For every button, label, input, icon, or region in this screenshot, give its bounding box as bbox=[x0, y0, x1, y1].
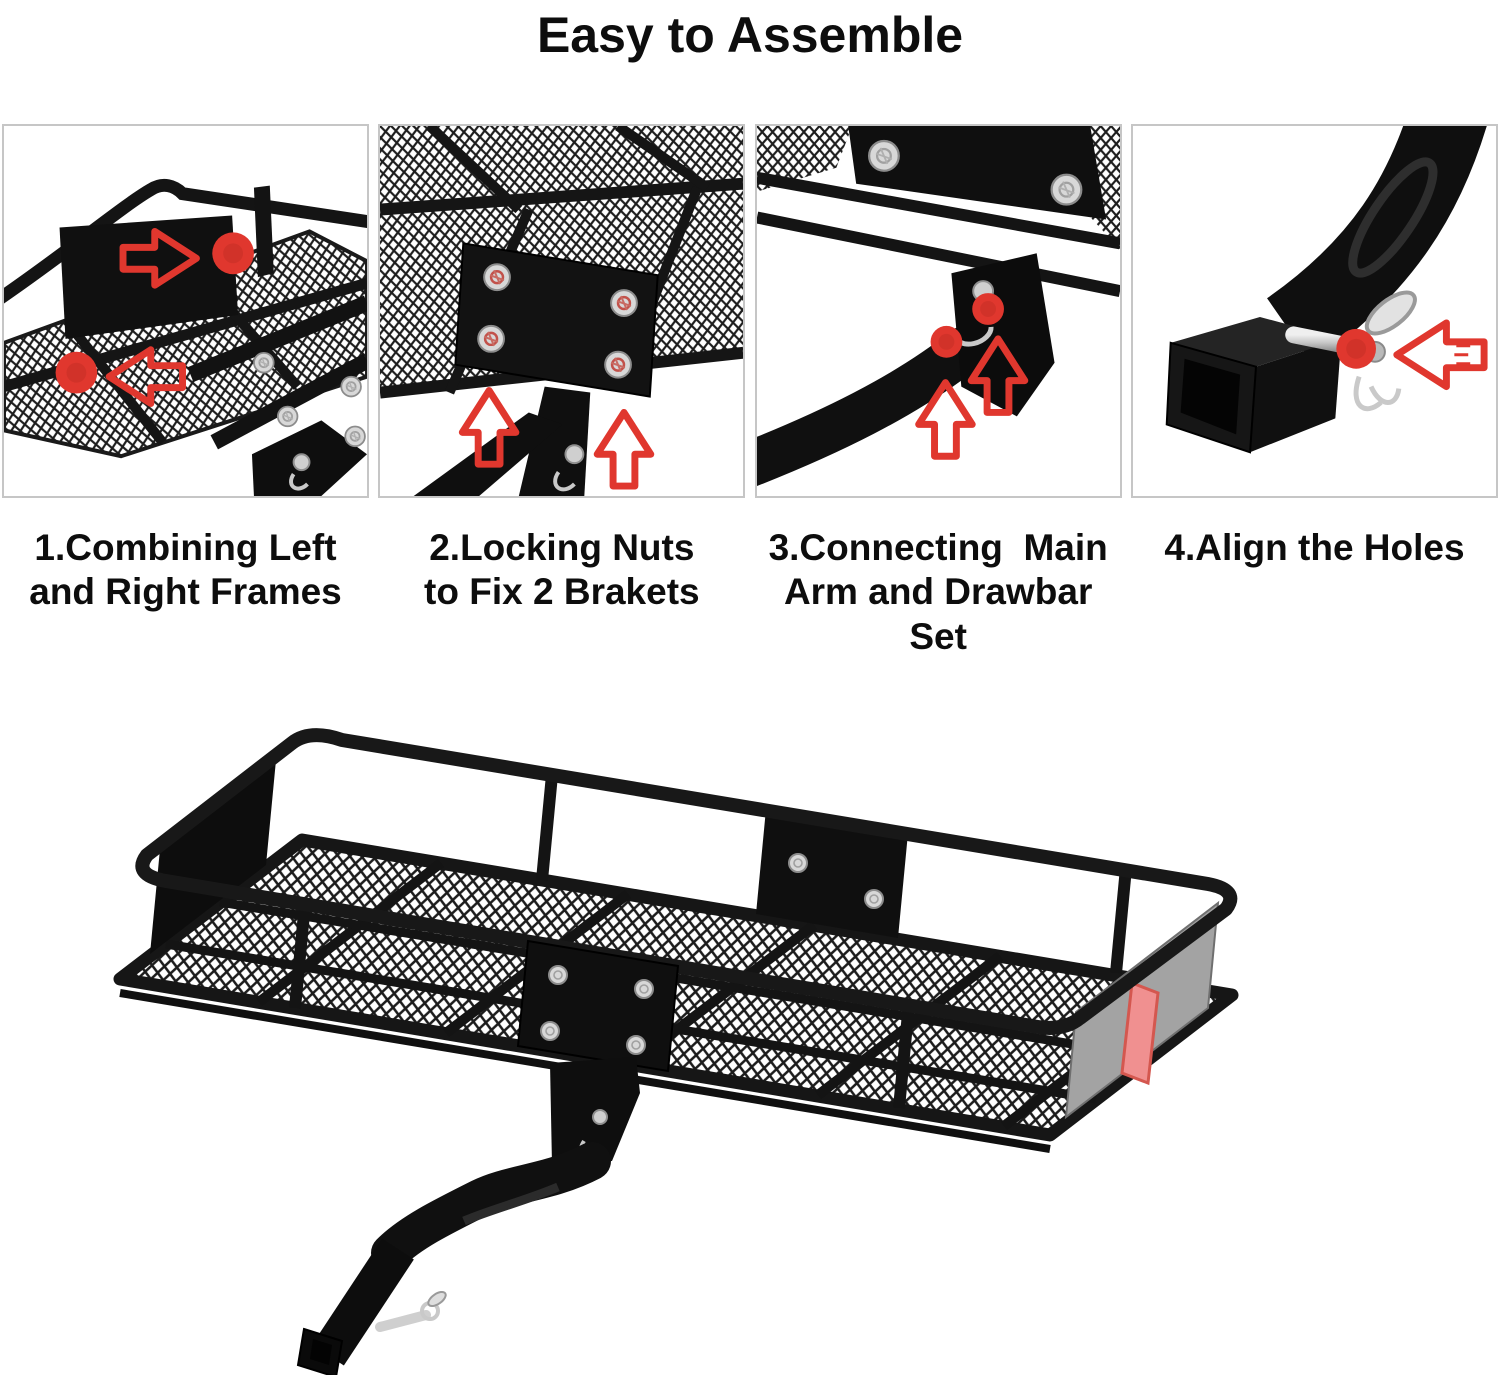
left-wall-panel bbox=[150, 760, 276, 955]
step-4-illustration bbox=[1132, 126, 1496, 496]
pin-clip-wire bbox=[553, 470, 577, 492]
frame-rails bbox=[756, 171, 1120, 297]
frame-bolts bbox=[253, 351, 366, 491]
step-3-caption: 3.Connecting Main Arm and Drawbar Set bbox=[755, 526, 1122, 659]
tube-opening bbox=[1180, 358, 1241, 435]
main-arm bbox=[296, 1057, 640, 1375]
front-center-plate bbox=[516, 940, 680, 1073]
arm-groove bbox=[462, 1183, 560, 1226]
caption-line: 3.Connecting Main bbox=[768, 527, 1108, 568]
step-1-photo bbox=[2, 124, 369, 498]
red-dot bbox=[212, 232, 254, 275]
caption-line: Arm and Drawbar Set bbox=[783, 571, 1103, 657]
red-dot bbox=[1336, 328, 1376, 369]
assembly-step-photos bbox=[0, 124, 1500, 498]
step-2-caption: 2.Locking Nuts to Fix 2 Brakets bbox=[378, 526, 745, 659]
drawbar-arm bbox=[1266, 126, 1487, 364]
caption-line: 2.Locking Nuts bbox=[429, 527, 695, 568]
bracket-plate bbox=[847, 126, 1106, 220]
red-dot bbox=[971, 293, 1004, 325]
pin-clip-wire bbox=[289, 473, 309, 491]
step-4-photo bbox=[1130, 124, 1498, 498]
hitch-shank bbox=[312, 1238, 414, 1366]
basket-rim bbox=[135, 728, 1238, 1036]
caption-line: 4.Align the Holes bbox=[1164, 527, 1465, 568]
wall-post bbox=[893, 1002, 915, 1109]
hitch-pin-with-clip bbox=[375, 1291, 447, 1333]
page-title: Easy to Assemble bbox=[536, 7, 964, 63]
caption-line: to Fix 2 Brakets bbox=[424, 571, 700, 613]
main-arm bbox=[414, 386, 591, 496]
assembled-product-photo bbox=[0, 713, 1500, 1375]
red-reflector bbox=[1120, 981, 1160, 1086]
wall-post bbox=[1110, 867, 1132, 974]
step-3-illustration bbox=[756, 126, 1120, 496]
wall-post bbox=[536, 774, 558, 881]
step-captions: 1.Combining Left and Right Frames 2.Lock… bbox=[0, 526, 1500, 659]
product-illustration bbox=[80, 713, 1420, 1375]
wall-post bbox=[289, 902, 311, 1009]
step-3-photo bbox=[754, 124, 1122, 498]
step-2-illustration bbox=[380, 126, 744, 496]
red-dot bbox=[55, 351, 98, 394]
step-4-caption: 4.Align the Holes bbox=[1131, 526, 1498, 659]
caption-line: 1.Combining Left bbox=[34, 527, 337, 568]
step-1-illustration bbox=[4, 126, 367, 496]
step-1-caption: 1.Combining Left and Right Frames bbox=[2, 526, 369, 659]
side-rails bbox=[4, 178, 367, 496]
pin-head bbox=[564, 444, 585, 465]
bracket-pin bbox=[592, 1109, 608, 1126]
step-2-photo bbox=[378, 124, 746, 498]
red-dot bbox=[930, 325, 962, 358]
arm-groove bbox=[1348, 157, 1438, 278]
end-cap-reflector bbox=[1064, 900, 1220, 1120]
pin-head bbox=[292, 453, 311, 472]
side-walls bbox=[150, 760, 1132, 1109]
caption-line: and Right Frames bbox=[29, 571, 342, 613]
